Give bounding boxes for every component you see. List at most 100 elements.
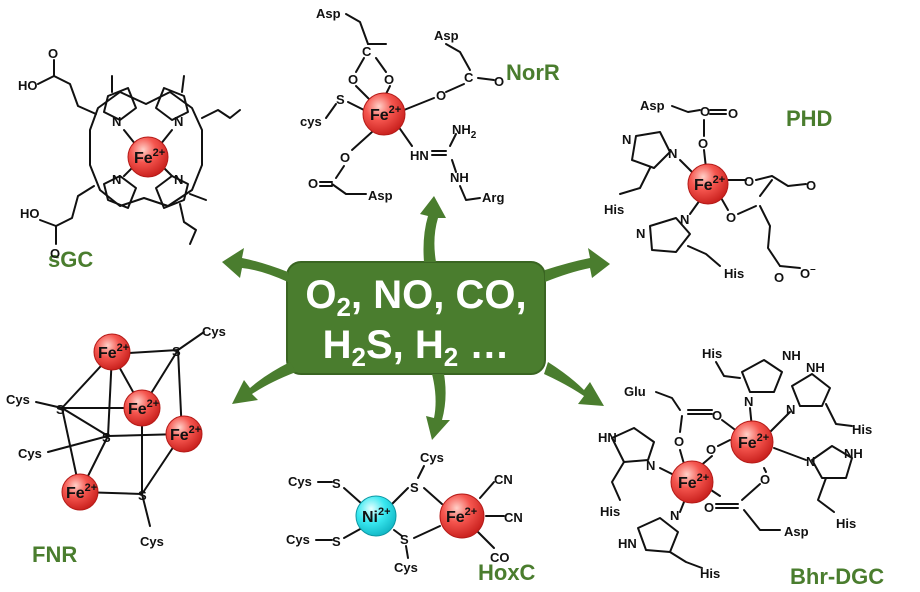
svg-text:His: His bbox=[836, 516, 856, 531]
panel-sgc: sGC O HO O HO N N N N Fe2+ bbox=[18, 46, 241, 272]
svg-text:His: His bbox=[604, 202, 624, 217]
arrow-to-hoxc bbox=[426, 374, 450, 440]
svg-text:NH: NH bbox=[782, 348, 801, 363]
svg-text:NH: NH bbox=[806, 360, 825, 375]
panel-bhr-dgc: Bhr-DGC His NH N NH N His NH N His Glu O… bbox=[598, 346, 884, 589]
svg-text:N: N bbox=[680, 212, 689, 227]
svg-text:His: His bbox=[700, 566, 720, 581]
svg-text:Fe2+: Fe2+ bbox=[694, 174, 725, 194]
svg-text:S: S bbox=[400, 532, 409, 547]
fe-ion bbox=[123, 389, 161, 427]
arrow-to-sgc bbox=[222, 248, 288, 282]
svg-text:His: His bbox=[702, 346, 722, 361]
svg-text:Fe2+: Fe2+ bbox=[134, 147, 165, 167]
fe-ion bbox=[93, 333, 131, 371]
fe-ion bbox=[687, 163, 729, 205]
svg-text:CN: CN bbox=[494, 472, 513, 487]
svg-text:Cys: Cys bbox=[18, 446, 42, 461]
svg-text:O: O bbox=[494, 74, 504, 89]
svg-text:O: O bbox=[674, 434, 684, 449]
svg-text:S: S bbox=[336, 92, 345, 107]
arrow-to-phd bbox=[545, 248, 610, 282]
svg-text:C: C bbox=[464, 70, 474, 85]
panel-phd: PHD Asp O O O N N His N N His O O O O bbox=[604, 98, 832, 285]
svg-text:N: N bbox=[636, 226, 645, 241]
svg-text:N: N bbox=[174, 114, 183, 129]
svg-text:O: O bbox=[806, 178, 816, 193]
svg-text:N: N bbox=[174, 172, 183, 187]
svg-text:Cys: Cys bbox=[286, 532, 310, 547]
svg-text:Fe2+: Fe2+ bbox=[98, 342, 129, 362]
svg-text:Ni2+: Ni2+ bbox=[362, 506, 391, 526]
svg-text:Cys: Cys bbox=[202, 324, 226, 339]
svg-text:HO: HO bbox=[20, 206, 40, 221]
panel-norr: NorR Asp C O O Asp C O O cys S O O Asp H… bbox=[300, 6, 560, 205]
svg-text:O: O bbox=[728, 106, 738, 121]
svg-text:CO: CO bbox=[490, 550, 510, 565]
svg-text:cys: cys bbox=[300, 114, 322, 129]
svg-text:S: S bbox=[332, 476, 341, 491]
svg-text:O–: O– bbox=[800, 264, 816, 281]
fe-ion bbox=[61, 473, 99, 511]
svg-text:N: N bbox=[668, 146, 677, 161]
svg-text:Glu: Glu bbox=[624, 384, 646, 399]
svg-text:O: O bbox=[348, 72, 358, 87]
svg-text:S: S bbox=[138, 488, 147, 503]
svg-text:O: O bbox=[308, 176, 318, 191]
svg-text:Fe2+: Fe2+ bbox=[128, 398, 159, 418]
svg-text:Fe2+: Fe2+ bbox=[370, 104, 401, 124]
ni-ion bbox=[355, 495, 397, 537]
svg-text:N: N bbox=[622, 132, 631, 147]
svg-text:O: O bbox=[706, 442, 716, 457]
svg-text:Cys: Cys bbox=[288, 474, 312, 489]
svg-text:Arg: Arg bbox=[482, 190, 504, 205]
gas-line-2: H2S, H2 … bbox=[323, 323, 510, 372]
svg-text:N: N bbox=[646, 458, 655, 473]
svg-text:Asp: Asp bbox=[316, 6, 341, 21]
svg-text:O: O bbox=[712, 408, 722, 423]
svg-text:N: N bbox=[670, 508, 679, 523]
svg-text:CN: CN bbox=[504, 510, 523, 525]
svg-text:O: O bbox=[384, 72, 394, 87]
svg-text:S: S bbox=[172, 344, 181, 359]
svg-text:O: O bbox=[760, 472, 770, 487]
title-sgc: sGC bbox=[48, 247, 93, 272]
svg-text:Cys: Cys bbox=[420, 450, 444, 465]
svg-text:N: N bbox=[786, 402, 795, 417]
svg-text:HO: HO bbox=[18, 78, 38, 93]
svg-text:N: N bbox=[112, 172, 121, 187]
svg-text:Cys: Cys bbox=[140, 534, 164, 549]
svg-text:Asp: Asp bbox=[640, 98, 665, 113]
svg-text:C: C bbox=[362, 44, 372, 59]
svg-text:O: O bbox=[48, 46, 58, 61]
fe-ion bbox=[439, 493, 485, 539]
svg-text:Cys: Cys bbox=[394, 560, 418, 575]
svg-text:Fe2+: Fe2+ bbox=[446, 506, 477, 526]
svg-text:NH2: NH2 bbox=[452, 122, 477, 141]
panel-fnr: FNR Cys Cys Cys Cys S S S S Fe2+ Fe2+ Fe… bbox=[6, 324, 226, 567]
title-bhr-dgc: Bhr-DGC bbox=[790, 564, 884, 589]
svg-text:O: O bbox=[340, 150, 350, 165]
svg-text:NH: NH bbox=[844, 446, 863, 461]
title-fnr: FNR bbox=[32, 542, 77, 567]
svg-text:Fe2+: Fe2+ bbox=[170, 424, 201, 444]
svg-text:Fe2+: Fe2+ bbox=[678, 472, 709, 492]
svg-text:S: S bbox=[410, 480, 419, 495]
svg-text:HN: HN bbox=[598, 430, 617, 445]
panel-hoxc: HoxC Cys S Cys S Cys S S Cys CN CN CO Ni… bbox=[286, 450, 536, 585]
svg-text:N: N bbox=[112, 114, 121, 129]
arrows bbox=[222, 196, 610, 440]
arrow-to-norr bbox=[420, 196, 446, 262]
fe-ion bbox=[165, 415, 203, 453]
svg-text:Fe2+: Fe2+ bbox=[738, 432, 769, 452]
svg-text:NH: NH bbox=[450, 170, 469, 185]
svg-text:O: O bbox=[704, 500, 714, 515]
svg-text:Asp: Asp bbox=[784, 524, 809, 539]
fe-ion bbox=[730, 420, 774, 464]
gas-line-1: O2, NO, CO, bbox=[305, 273, 526, 322]
svg-text:S: S bbox=[56, 402, 65, 417]
svg-text:O: O bbox=[774, 270, 784, 285]
fe-ion bbox=[362, 92, 406, 136]
svg-text:N: N bbox=[806, 454, 815, 469]
title-norr: NorR bbox=[506, 60, 560, 85]
